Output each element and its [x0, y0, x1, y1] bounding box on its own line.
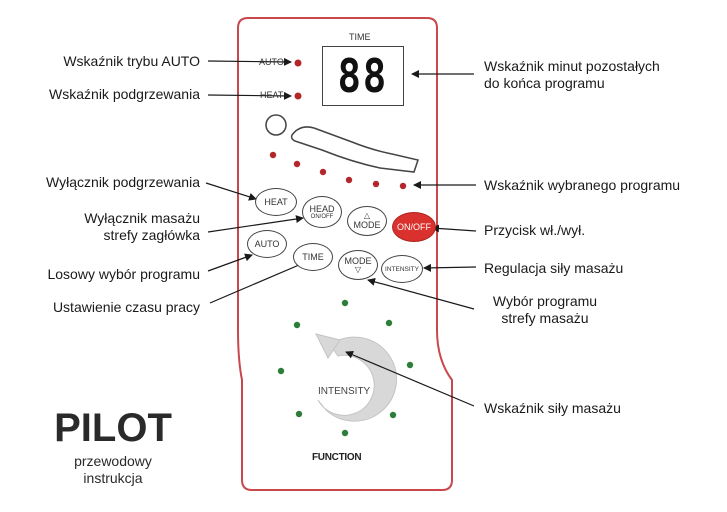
intensity-led: [293, 321, 301, 329]
display-value: 88: [337, 49, 389, 103]
intensity-led: [341, 429, 349, 437]
head-button[interactable]: HEAD ON/OFF: [302, 196, 342, 228]
program-led: [399, 182, 407, 190]
label-zone-program: Wybór programu strefy masażu: [470, 293, 620, 327]
arrow-head-switch: [207, 215, 304, 233]
intensity-swirl: [317, 336, 397, 422]
label-heating-indicator: Wskaźnik podgrzewania: [49, 86, 200, 102]
pilot-title: PILOT: [54, 406, 172, 450]
intensity-led: [406, 361, 414, 369]
pilot-subtitle-1: przewodowy: [74, 453, 152, 469]
label-head-massage-switch: Wyłącznik masażu strefy zagłówka: [84, 210, 200, 244]
heat-button[interactable]: HEAT: [255, 188, 297, 216]
mode-up-button[interactable]: △ MODE: [347, 206, 387, 236]
label-work-time: Ustawienie czasu pracy: [52, 299, 200, 315]
label-zone-line1: Wybór programu: [492, 293, 598, 309]
intensity-led: [341, 299, 349, 307]
intensity-swirl-head: [315, 333, 341, 359]
heat-indicator-label: HEAT: [260, 90, 284, 100]
program-led: [293, 160, 301, 168]
label-power-button: Przycisk wł./wył.: [484, 222, 586, 238]
pilot-subtitle-2: instrukcja: [83, 470, 143, 486]
program-led: [319, 168, 327, 176]
intensity-button-label: INTENSITY: [385, 265, 419, 273]
arrow-intensity-control: [423, 263, 477, 272]
power-button-label: ON/OFF: [397, 222, 431, 232]
intensity-led: [385, 319, 393, 327]
label-heating-switch: Wyłącznik podgrzewania: [46, 174, 200, 190]
label-auto-mode-indicator: Wskaźnik trybu AUTO: [63, 53, 200, 69]
mode-up-button-label: MODE: [353, 220, 381, 230]
time-label: TIME: [349, 32, 371, 42]
power-button[interactable]: ON/OFF: [392, 212, 436, 242]
triangle-down-icon: ▽: [354, 265, 362, 274]
heat-button-label: HEAT: [264, 197, 288, 207]
remote-outline: [237, 17, 453, 491]
label-head-massage-line1: Wyłącznik masażu: [84, 210, 200, 226]
arrow-auto: [207, 57, 292, 66]
intensity-led: [389, 411, 397, 419]
label-random-program: Losowy wybór programu: [47, 266, 200, 282]
auto-button[interactable]: AUTO: [247, 230, 287, 258]
triangle-up-icon: △: [363, 211, 371, 220]
intensity-button[interactable]: INTENSITY: [381, 255, 423, 283]
program-led: [345, 176, 353, 184]
arrow-intensity-indicator: [345, 351, 475, 407]
arrow-auto-btn: [207, 253, 253, 272]
program-led: [372, 180, 380, 188]
label-head-massage-line2: strefy zagłówka: [103, 227, 200, 243]
label-zone-line2: strefy masażu: [501, 310, 589, 326]
label-selected-program: Wskaźnik wybranego programu: [484, 177, 681, 193]
body-icon: [290, 126, 419, 173]
program-led: [269, 151, 277, 159]
arrow-zone-program: [367, 277, 475, 310]
head-button-sublabel: ON/OFF: [310, 213, 334, 220]
label-intensity-indicator: Wskaźnik siły masażu: [484, 400, 621, 416]
heat-led: [294, 92, 302, 100]
time-button-label: TIME: [302, 252, 324, 262]
auto-button-label: AUTO: [254, 239, 280, 249]
intensity-led: [295, 410, 303, 418]
head-icon: [265, 114, 287, 136]
time-button[interactable]: TIME: [293, 243, 333, 271]
intensity-led: [277, 367, 285, 375]
mode-down-button[interactable]: MODE ▽: [338, 250, 378, 280]
intensity-center-label: INTENSITY: [318, 386, 371, 397]
arrow-time-btn: [209, 261, 307, 304]
arrow-heat-switch: [205, 182, 257, 201]
auto-indicator-label: AUTO: [259, 57, 284, 67]
arrow-power: [431, 224, 477, 233]
auto-led: [294, 59, 302, 67]
mode-down-button-label: MODE: [344, 256, 372, 266]
function-label: FUNCTION: [312, 452, 362, 463]
head-button-label: HEAD: [309, 203, 335, 214]
arrow-heat: [207, 91, 292, 100]
minutes-display: 88: [322, 46, 404, 106]
label-minutes-remaining: Wskaźnik minut pozostałych do końca prog…: [484, 58, 660, 92]
label-minutes-line2: do końca programu: [484, 75, 605, 91]
label-minutes-line1: Wskaźnik minut pozostałych: [484, 58, 660, 74]
label-intensity-control: Regulacja siły masażu: [484, 260, 624, 276]
